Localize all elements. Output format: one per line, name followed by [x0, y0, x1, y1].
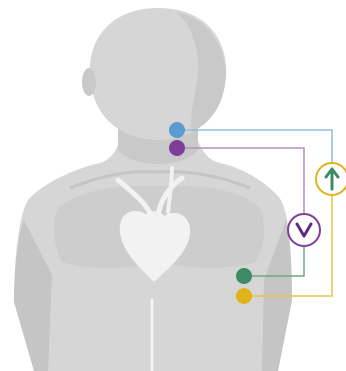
up-arrow-badge — [316, 163, 346, 195]
down-chevron-badge — [288, 214, 320, 246]
neck-blue-dot — [169, 122, 185, 138]
ear — [82, 68, 96, 96]
arm-green-dot — [236, 268, 252, 284]
arm-yellow-dot — [236, 288, 252, 304]
neck-purple-dot — [169, 140, 185, 156]
